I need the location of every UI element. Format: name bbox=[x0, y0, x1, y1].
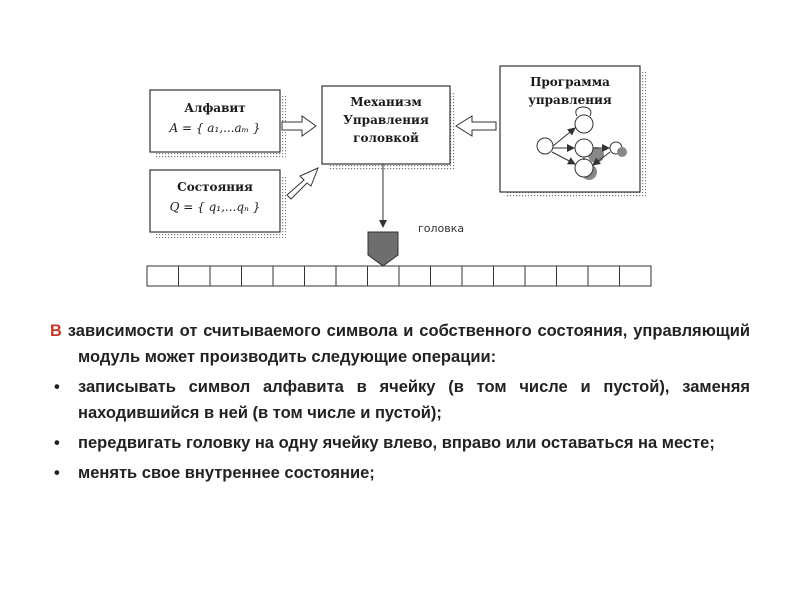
program-box: Программа управления bbox=[499, 65, 646, 198]
tape-cell bbox=[241, 265, 274, 287]
intro-lead: В bbox=[50, 322, 62, 340]
description-text: В зависимости от считываемого символа и … bbox=[50, 318, 750, 490]
states-box: Состояния Q = { q₁,...qₙ } bbox=[149, 169, 286, 238]
intro-rest: зависимости от считываемого символа и со… bbox=[67, 322, 750, 366]
program-line2: управления bbox=[528, 93, 612, 107]
tape-cell bbox=[367, 265, 400, 287]
arrow-program-to-mechanism bbox=[455, 115, 497, 137]
mechanism-line1: Механизм bbox=[350, 95, 422, 109]
tape-cell bbox=[335, 265, 368, 287]
alphabet-box: Алфавит A = { a₁,...aₘ } bbox=[149, 89, 286, 158]
mechanism-line3: головкой bbox=[353, 131, 419, 145]
state-graph-illustration bbox=[536, 106, 627, 180]
list-item: • передвигать головку на одну ячейку влев… bbox=[50, 430, 750, 456]
tape-cell bbox=[524, 265, 557, 287]
tape-cell bbox=[461, 265, 494, 287]
tape bbox=[146, 265, 652, 287]
operations-list: • записывать символ алфавита в ячейку (в … bbox=[50, 374, 750, 486]
states-title: Состояния bbox=[177, 180, 253, 194]
list-item: • записывать символ алфавита в ячейку (в … bbox=[50, 374, 750, 426]
tape-cell bbox=[619, 265, 652, 287]
head-label: головка bbox=[418, 222, 464, 235]
tape-cell bbox=[398, 265, 431, 287]
list-item-text: записывать символ алфавита в ячейку (в т… bbox=[78, 378, 750, 422]
tape-head bbox=[367, 231, 399, 267]
states-formula: Q = { q₁,...qₙ } bbox=[170, 200, 261, 214]
list-item-text: передвигать головку на одну ячейку влево… bbox=[78, 434, 715, 452]
arrow-states-to-mechanism bbox=[286, 167, 319, 200]
tape-cell bbox=[209, 265, 242, 287]
program-line1: Программа bbox=[530, 75, 610, 89]
tape-cell bbox=[146, 265, 179, 287]
tape-cell bbox=[304, 265, 337, 287]
tape-cell bbox=[178, 265, 211, 287]
alphabet-formula: A = { a₁,...aₘ } bbox=[169, 121, 261, 135]
tape-cell bbox=[493, 265, 526, 287]
tape-cell bbox=[587, 265, 620, 287]
intro-paragraph: В зависимости от считываемого символа и … bbox=[50, 318, 750, 370]
tape-cell bbox=[556, 265, 589, 287]
alphabet-title: Алфавит bbox=[184, 101, 246, 115]
mechanism-line2: Управления bbox=[343, 113, 429, 127]
bullet-icon: • bbox=[54, 464, 60, 482]
tape-cell bbox=[272, 265, 305, 287]
list-item: • менять свое внутреннее состояние; bbox=[50, 460, 750, 486]
bullet-icon: • bbox=[54, 378, 60, 396]
tape-cell bbox=[430, 265, 463, 287]
bullet-icon: • bbox=[54, 434, 60, 452]
list-item-text: менять свое внутреннее состояние; bbox=[78, 464, 375, 482]
mechanism-box: Механизм Управления головкой bbox=[321, 85, 456, 170]
arrow-alphabet-to-mechanism bbox=[281, 115, 317, 137]
turing-machine-diagram: Алфавит A = { a₁,...aₘ } Состояния Q = {… bbox=[146, 65, 652, 287]
